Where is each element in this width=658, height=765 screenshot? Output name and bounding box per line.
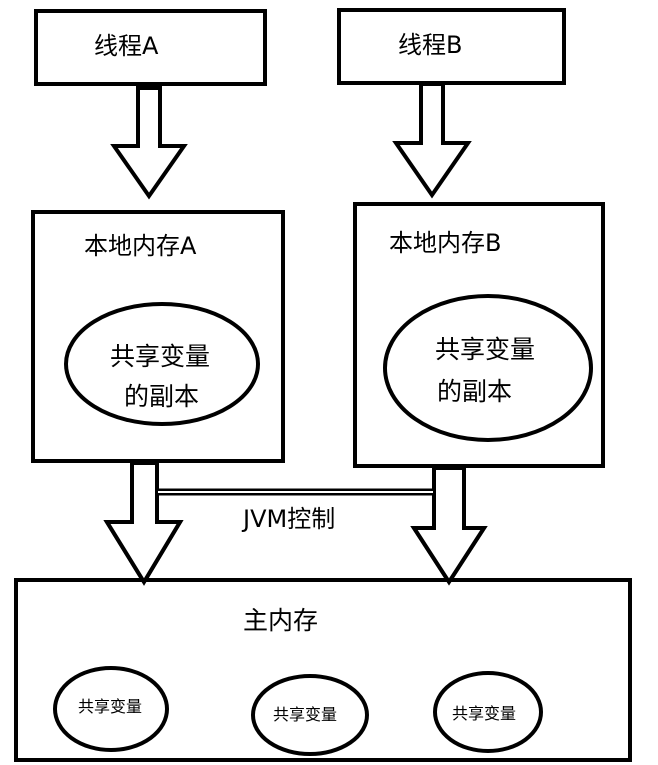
main-shared-var-3-ellipse: [433, 671, 543, 753]
thread-a-label: 线程A: [94, 32, 159, 60]
shared-var-copy-b-ellipse: [383, 294, 593, 442]
arrow-thread-a-to-local-a: [110, 86, 188, 200]
main-memory-title: 主内存: [243, 606, 319, 635]
main-shared-var-2-label: 共享变量: [273, 705, 338, 724]
local-memory-b-title: 本地内存B: [389, 229, 502, 257]
main-shared-var-1-label: 共享变量: [78, 697, 143, 716]
shared-var-copy-a-ellipse: [64, 302, 260, 426]
shared-var-copy-a-line1: 共享变量: [110, 342, 211, 371]
shared-var-copy-b-line2: 的副本: [437, 377, 513, 406]
shared-var-copy-b-line1: 共享变量: [435, 335, 536, 364]
arrow-thread-b-to-local-b: [392, 82, 472, 199]
local-memory-a-title: 本地内存A: [84, 232, 197, 260]
arrow-local-b-to-main-overlay: [410, 466, 488, 586]
thread-b-label: 线程B: [398, 31, 463, 59]
jvm-control-label: JVM控制: [243, 505, 336, 533]
thread-b-box: [337, 8, 566, 85]
main-shared-var-1-ellipse: [53, 666, 169, 752]
arrow-local-a-to-main-overlay: [103, 461, 184, 586]
shared-var-copy-a-line2: 的副本: [124, 382, 200, 411]
main-shared-var-2-ellipse: [251, 674, 369, 756]
thread-a-box: [34, 9, 267, 86]
main-shared-var-3-label: 共享变量: [452, 704, 517, 723]
